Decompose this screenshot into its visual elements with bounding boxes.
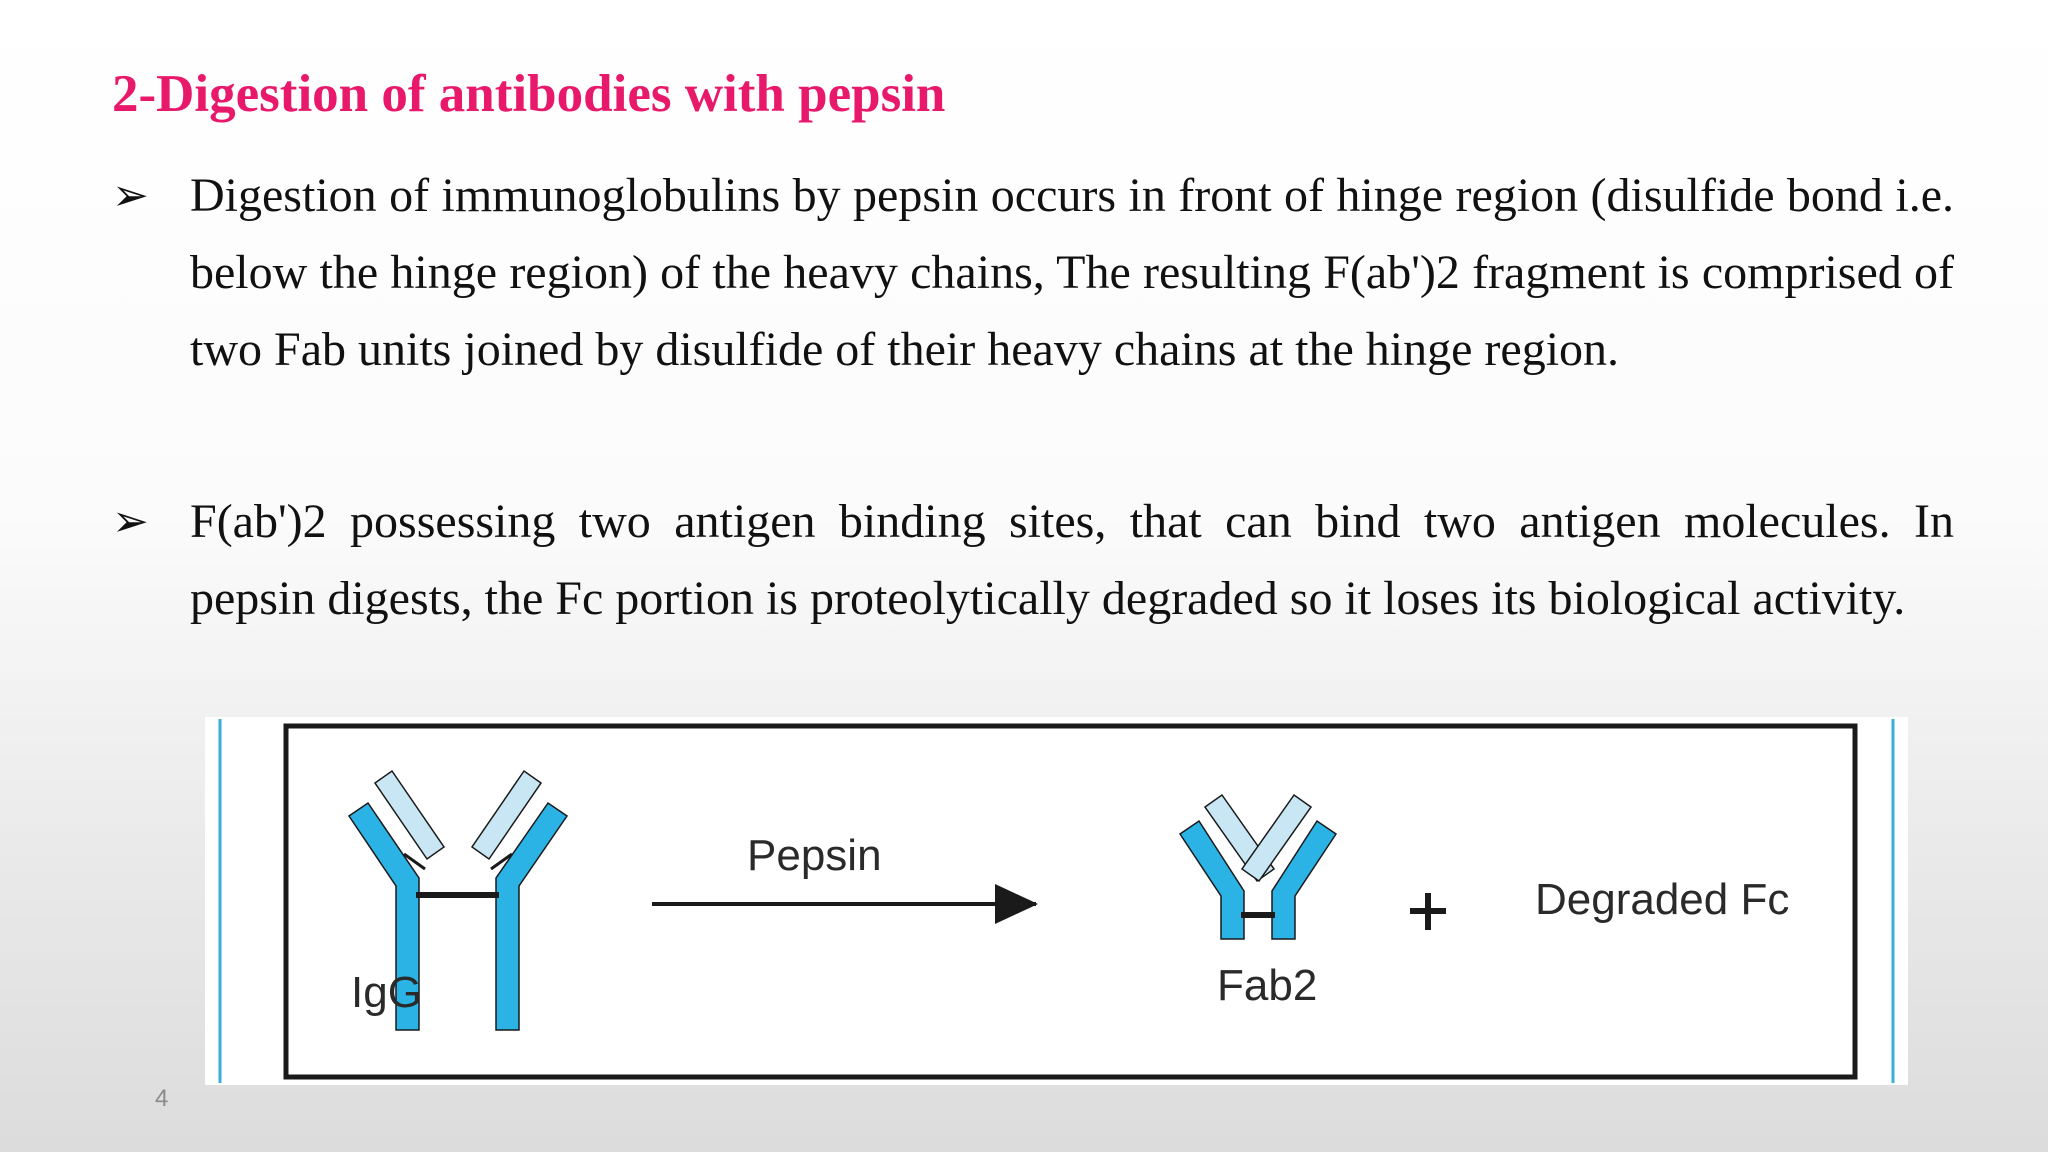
bullet-item: ➢ Digestion of immunoglobulins by pepsin… bbox=[112, 157, 1954, 388]
slide-title: 2-Digestion of antibodies with pepsin bbox=[112, 65, 946, 123]
diagram-frame bbox=[283, 723, 1858, 1080]
arrow-bullet-icon: ➢ bbox=[112, 497, 149, 546]
plus-icon bbox=[1410, 893, 1446, 930]
pepsin-digestion-diagram: IgG Pepsin Fab2 Degraded Fc bbox=[205, 717, 1908, 1085]
diagram-canvas: IgG Pepsin Fab2 Degraded Fc bbox=[218, 719, 1895, 1083]
arrow-bullet-icon: ➢ bbox=[112, 171, 149, 220]
pepsin-label: Pepsin bbox=[747, 831, 882, 880]
igg-label: IgG bbox=[351, 968, 422, 1017]
degraded-fc-label: Degraded Fc bbox=[1535, 875, 1789, 924]
page-number: 4 bbox=[155, 1085, 169, 1112]
arrow-head-icon bbox=[995, 884, 1038, 924]
igg-antibody-icon bbox=[347, 769, 569, 1031]
bullet-text: Digestion of immunoglobulins by pepsin o… bbox=[190, 169, 1954, 376]
fab2-label: Fab2 bbox=[1217, 961, 1317, 1010]
fab2-fragment-icon bbox=[1178, 793, 1338, 940]
bullet-item: ➢ F(ab')2 possessing two antigen binding… bbox=[112, 483, 1954, 637]
bullet-text: F(ab')2 possessing two antigen binding s… bbox=[190, 495, 1954, 625]
